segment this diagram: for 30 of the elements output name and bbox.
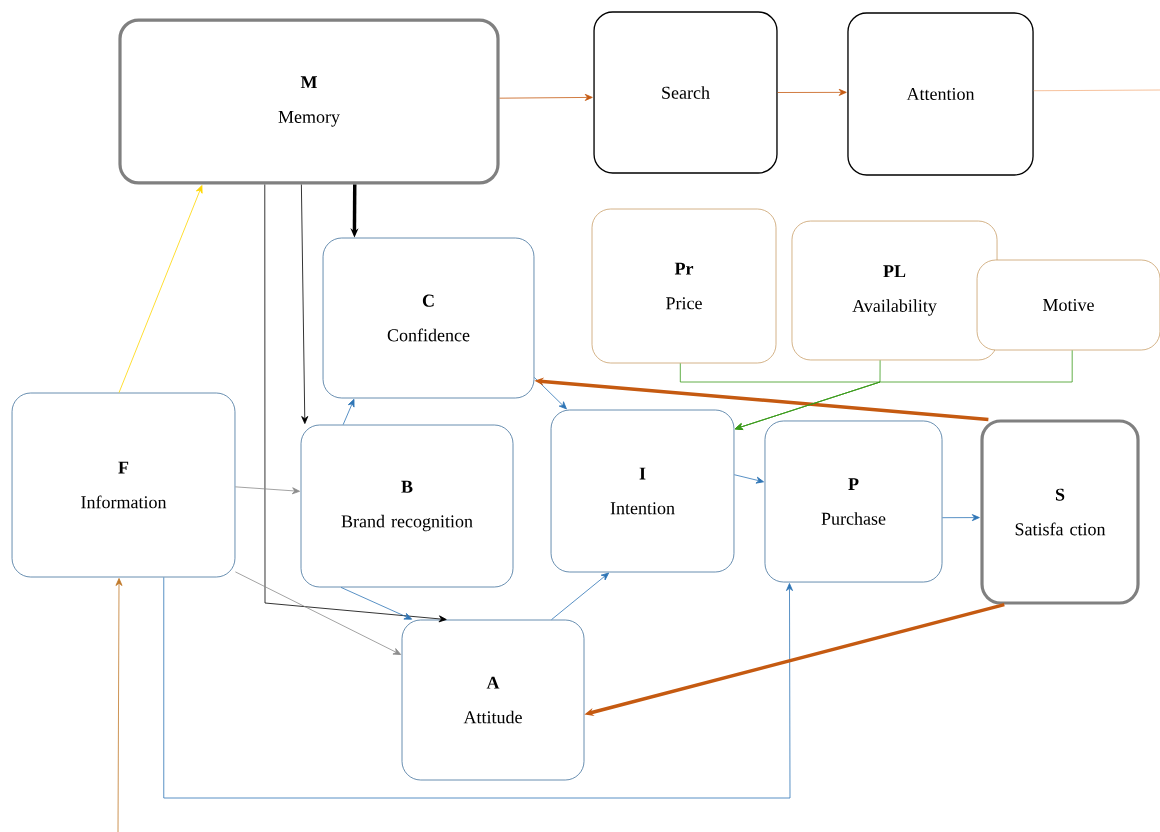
factor-box: Motive [976, 259, 1160, 351]
process-box: F Information [11, 392, 236, 578]
arrow [234, 571, 402, 655]
process-box: A Attitude [401, 619, 585, 781]
arrow [342, 398, 355, 425]
factor-box: PL Availability [791, 220, 998, 361]
process-box: C Confidence [322, 237, 535, 399]
arrow [115, 578, 123, 832]
process-box: Attention [847, 12, 1034, 176]
process-box: I Intention [550, 409, 735, 573]
arrow [777, 88, 847, 96]
arrow [301, 184, 309, 424]
process-box: P Purchase [764, 420, 943, 583]
process-box: Search [593, 11, 778, 174]
arrow [118, 185, 203, 393]
arrow [942, 514, 980, 522]
process-box: M Memory [118, 18, 500, 185]
process-box: S Satisfa ction [980, 419, 1140, 605]
arrow [234, 486, 300, 495]
arrow [734, 350, 1073, 430]
arrow [264, 184, 447, 623]
arrow [163, 577, 793, 799]
connector-line [1033, 89, 1160, 92]
arrow [499, 93, 593, 101]
arrow [733, 474, 764, 484]
process-box: B Brand recognition [300, 424, 514, 588]
arrow [340, 587, 413, 620]
factor-box: Pr Price [591, 208, 777, 364]
arrow [533, 377, 567, 410]
arrow [551, 572, 610, 620]
